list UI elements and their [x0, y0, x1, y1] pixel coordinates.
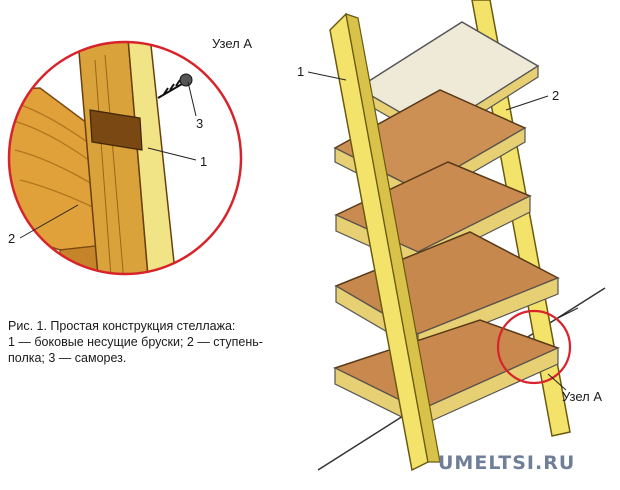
rack-callout-2: 2 — [552, 88, 560, 103]
detail-notch — [89, 109, 143, 151]
detail-circle — [7, 40, 243, 276]
caption-line-3: полка; 3 — саморез. — [8, 351, 127, 365]
detail-title: Узел А — [212, 36, 253, 51]
front-beam-side — [345, 13, 441, 463]
detail-screw — [157, 73, 193, 99]
caption-line-1: Рис. 1. Простая конструкция стеллажа: — [8, 319, 236, 333]
node-a-label: Узел А — [562, 389, 603, 404]
watermark: UMELTSI.RU — [438, 452, 576, 474]
rack-callout-1: 1 — [297, 64, 305, 79]
detail-side-beam-face — [127, 42, 179, 274]
figure-caption: Рис. 1. Простая конструкция стеллажа: 1 … — [8, 318, 308, 366]
caption-line-2: 1 — боковые несущие бруски; 2 — ступень- — [8, 335, 263, 349]
node-a-circle — [496, 309, 572, 385]
detail-callout-2: 2 — [8, 231, 16, 246]
detail-view — [9, 42, 241, 274]
detail-callout-1: 1 — [200, 154, 208, 169]
detail-callout-3: 3 — [196, 116, 204, 131]
shelf-5 — [333, 319, 561, 427]
